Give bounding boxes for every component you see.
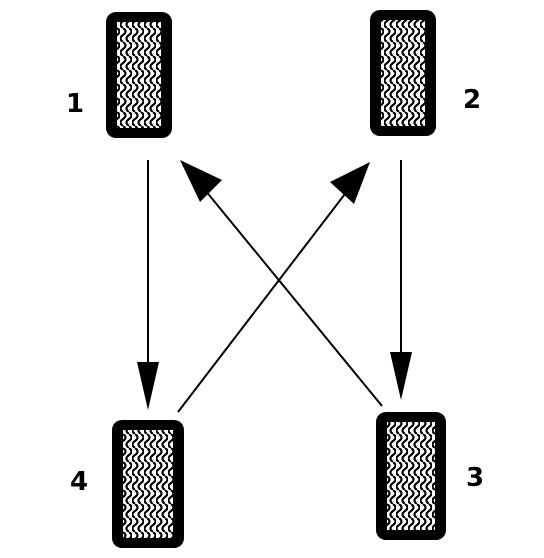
tire-label-4: 4 bbox=[70, 467, 88, 497]
arrow-2-to-3 bbox=[390, 160, 412, 400]
tire-label-3: 3 bbox=[466, 463, 484, 493]
tire-2 bbox=[370, 10, 436, 136]
tire-1 bbox=[106, 12, 172, 138]
tire-4 bbox=[112, 420, 184, 548]
tire-label-2: 2 bbox=[463, 85, 481, 115]
tire-label-1: 1 bbox=[66, 89, 84, 119]
arrow-3-to-1 bbox=[180, 160, 383, 407]
arrow-4-to-2 bbox=[177, 162, 370, 413]
arrow-1-to-4 bbox=[137, 160, 159, 410]
tire-3 bbox=[376, 412, 446, 540]
